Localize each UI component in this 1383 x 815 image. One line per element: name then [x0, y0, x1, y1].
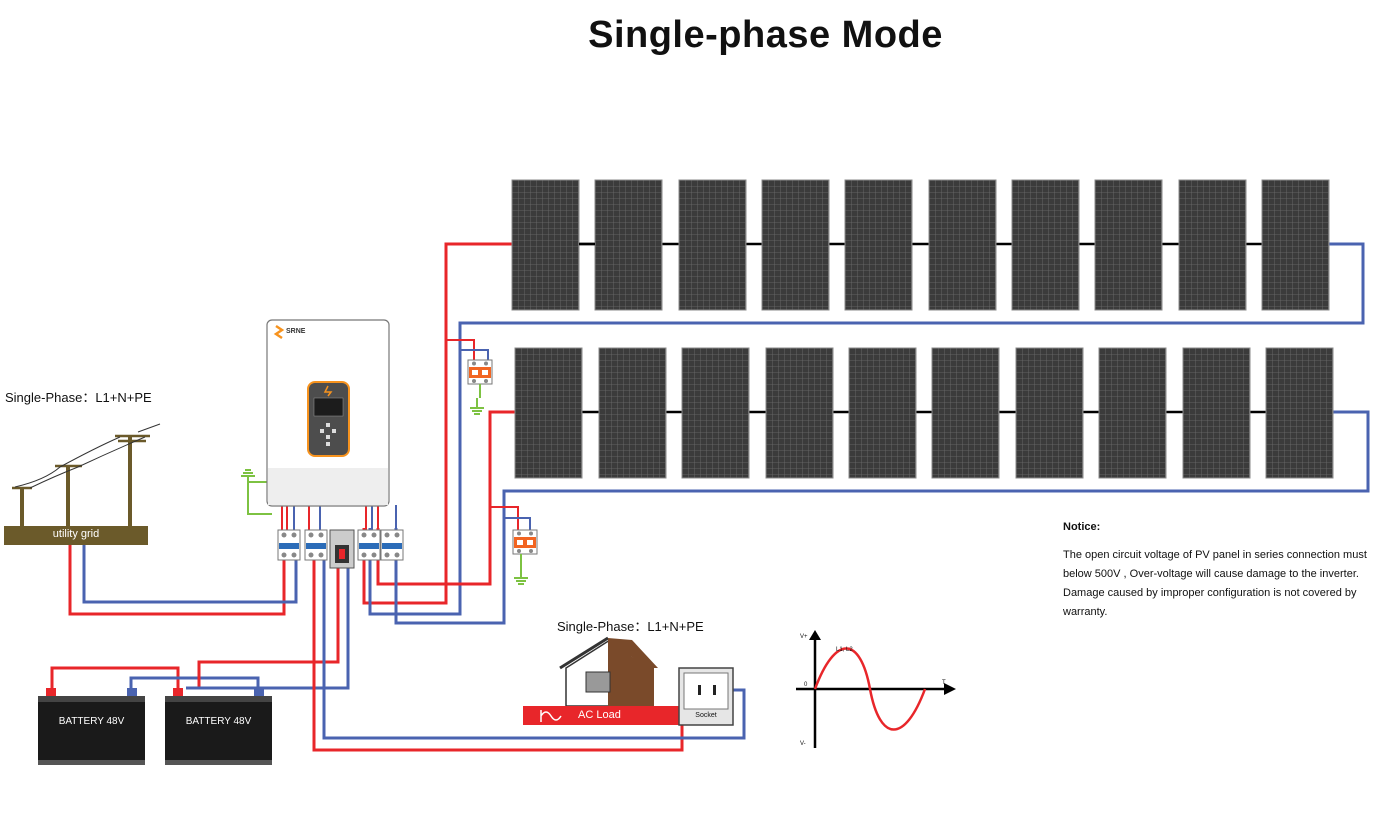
battery-1-label: BATTERY 48V — [58, 716, 125, 727]
breaker-pv-2 — [380, 529, 404, 561]
inverter-ground — [240, 469, 272, 515]
battery-2 — [165, 688, 272, 765]
page-title: Single-phase Mode — [588, 14, 943, 56]
utility-grid-box — [4, 526, 148, 545]
waveform-zero: 0 — [804, 682, 808, 688]
pv-panel — [844, 179, 913, 311]
utility-grid-pylons — [12, 423, 161, 527]
srne-logo-icon — [273, 324, 285, 340]
pv-panel — [1265, 347, 1334, 479]
socket — [678, 667, 734, 726]
pv-panel — [1261, 179, 1330, 311]
pv-panel — [848, 347, 917, 479]
pv-panel — [1182, 347, 1251, 479]
pv-panel — [1178, 179, 1247, 311]
pv-panel — [1011, 179, 1080, 311]
pv-panel — [761, 179, 830, 311]
pv-panel — [514, 347, 583, 479]
waveform-chart — [796, 630, 956, 748]
waveform-vminus: V- — [800, 741, 806, 747]
pv-panel — [511, 179, 580, 311]
pv-string-1 — [511, 179, 1330, 311]
socket-label: Socket — [695, 712, 717, 719]
waveform-vplus: V+ — [800, 634, 808, 640]
breaker-ac-output — [304, 529, 328, 561]
battery-2-label: BATTERY 48V — [185, 716, 252, 727]
waveform-t-label: T — [942, 680, 946, 686]
l1-l2-sine — [813, 647, 927, 731]
load-phase-label: Single-Phase：L1+N+PE — [557, 619, 704, 634]
inverter-brand: SRNE — [286, 328, 306, 335]
pv-panel — [1098, 347, 1167, 479]
pv-panel — [598, 347, 667, 479]
pv-panel — [1094, 179, 1163, 311]
breaker-pv-1 — [357, 529, 381, 561]
pv-panel — [678, 179, 747, 311]
notice-heading: Notice: — [1063, 521, 1101, 533]
notice-box: Notice: The open circuit voltage of PV p… — [1063, 518, 1373, 622]
pv-panel — [765, 347, 834, 479]
pv-panel — [931, 347, 1000, 479]
pv-wires — [362, 242, 1370, 625]
breaker-ac-input — [277, 529, 301, 561]
pv-panel — [928, 179, 997, 311]
notice-text: The open circuit voltage of PV panel in … — [1063, 549, 1367, 618]
ac-load-label: AC Load — [578, 709, 621, 721]
pv-panel — [1015, 347, 1084, 479]
system-wires — [50, 505, 746, 752]
pv-string-2 — [514, 347, 1334, 479]
ac-wave-icon — [540, 710, 562, 722]
grid-phase-label: Single-Phase：L1+N+PE — [5, 390, 152, 405]
waveform-series-label: L1, L2 — [836, 647, 853, 653]
utility-grid-label: utility grid — [52, 528, 100, 540]
pv-panel — [681, 347, 750, 479]
battery-1 — [38, 688, 145, 765]
pv-spd-1 — [467, 359, 493, 415]
pv-spd-2 — [512, 529, 538, 585]
ac-load-bar — [523, 706, 681, 725]
inverter — [266, 319, 390, 507]
pv-panel — [594, 179, 663, 311]
battery-fuse-switch — [329, 529, 355, 569]
house-icon — [559, 636, 658, 707]
